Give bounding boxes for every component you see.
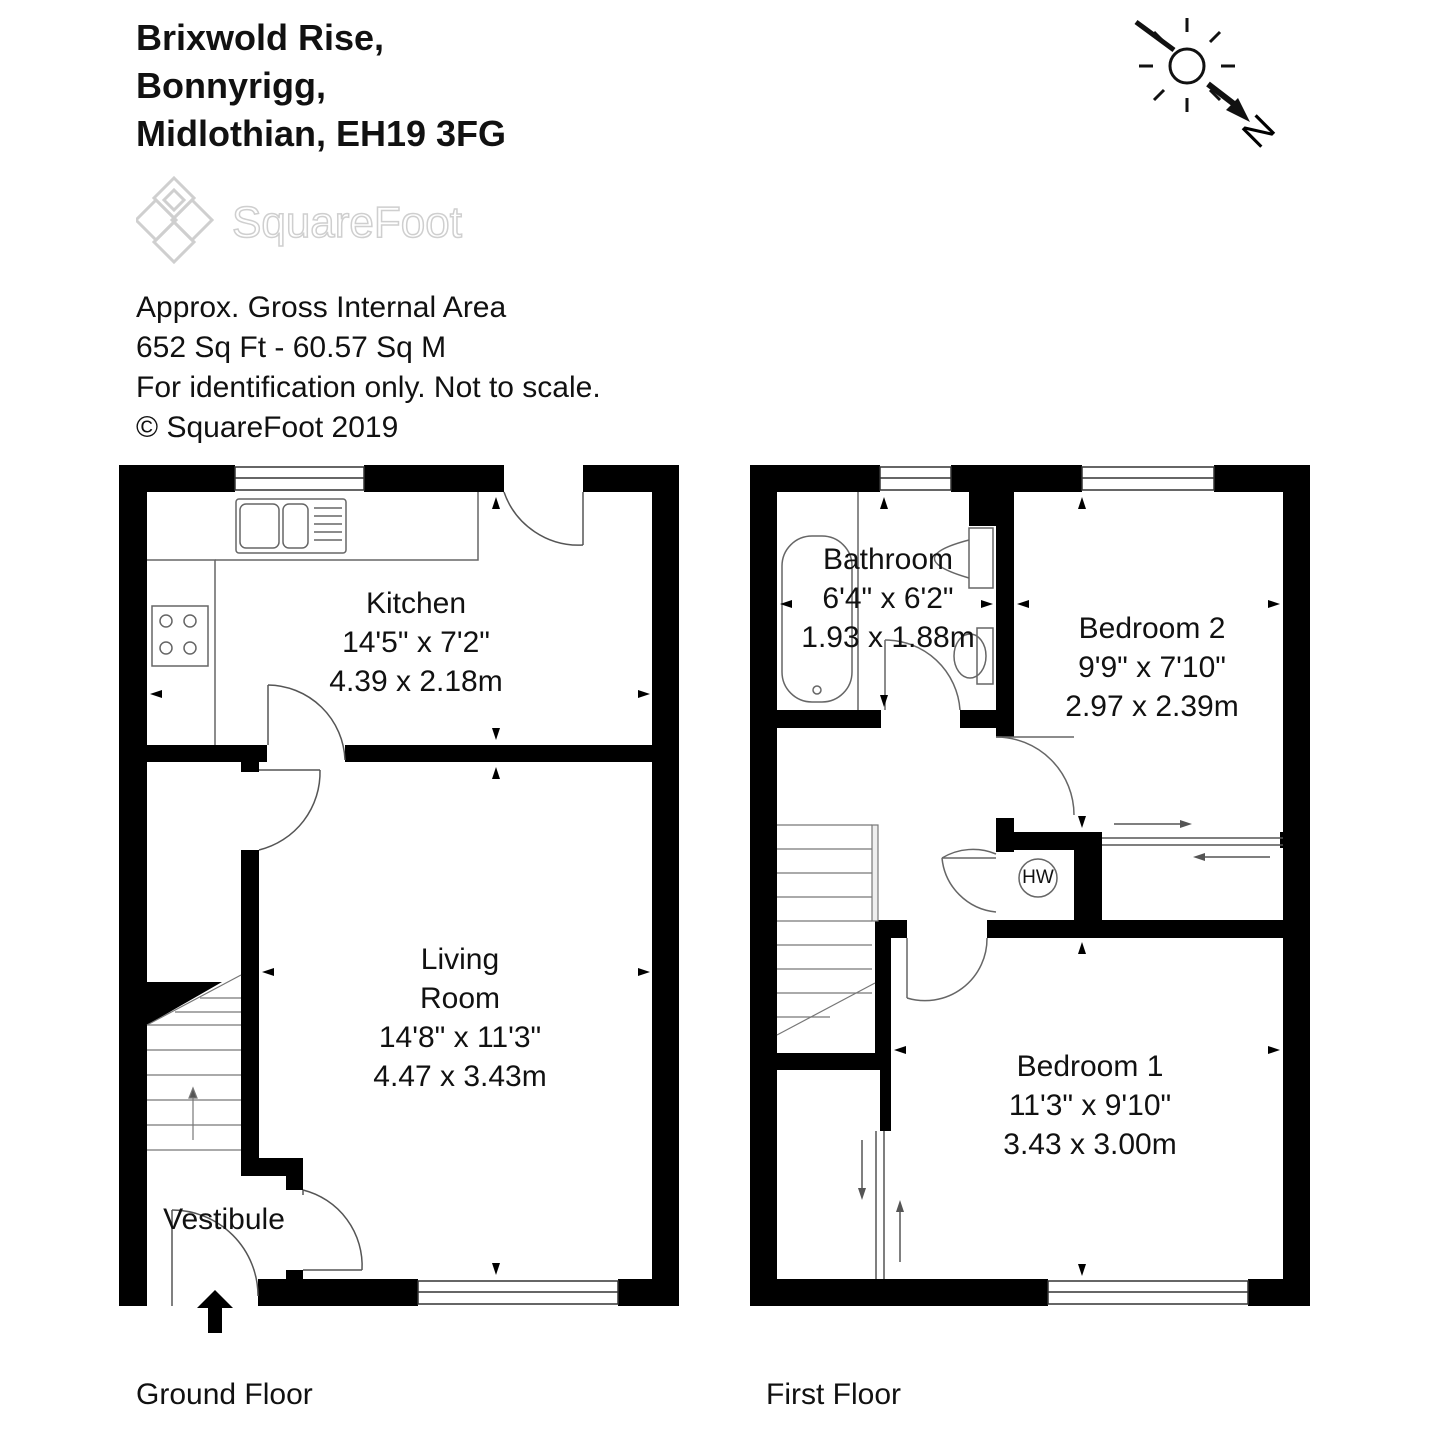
sink-icon	[235, 498, 347, 554]
address-line-1: Brixwold Rise,	[136, 17, 385, 58]
first-floor-plan	[750, 465, 1310, 1306]
area-value: 652 Sq Ft - 60.57 Sq M	[136, 331, 447, 364]
living-name-2: Room	[419, 982, 501, 1015]
wardrobe-arrows	[858, 820, 1205, 1212]
squarefoot-logo: SquareFoot	[133, 175, 496, 272]
ground-windows	[234, 466, 619, 1305]
entrance-arrow-icon	[197, 1290, 233, 1333]
first-stairs	[776, 824, 879, 1036]
hot-water-tank-icon	[1018, 858, 1058, 898]
ground-dimension-ticks	[150, 497, 650, 1275]
living-name-1: Living	[420, 943, 500, 976]
bedroom2-name: Bedroom 2	[1078, 612, 1226, 645]
living-imperial: 14'8" x 11'3"	[378, 1021, 542, 1054]
basin-unit-icon	[976, 627, 994, 685]
first-dimension-ticks	[780, 497, 1280, 1276]
wardrobe-doors	[861, 823, 1283, 1279]
kitchen-name: Kitchen	[365, 587, 467, 620]
first-floor-label: First Floor	[766, 1378, 901, 1411]
bathroom-name: Bathroom	[822, 543, 954, 576]
address-line-2: Bonnyrigg,	[136, 65, 326, 106]
sun-icon	[1134, 18, 1235, 112]
ground-floor-label: Ground Floor	[136, 1378, 313, 1411]
bathroom-fittings	[781, 492, 1075, 1002]
room-label-bedroom-2: Bedroom 2 9'9" x 7'10" 2.97 x 2.39m	[1065, 609, 1238, 726]
kitchen-imperial: 14'5" x 7'2"	[342, 626, 490, 659]
living-metric: 4.47 x 3.43m	[373, 1060, 547, 1093]
room-label-vestibule: Vestibule	[163, 1200, 285, 1239]
kitchen-metric: 4.39 x 2.18m	[329, 665, 503, 698]
address-line-3: Midlothian, EH19 3FG	[136, 113, 507, 154]
room-label-bedroom-1: Bedroom 1 11'3" x 9'10" 3.43 x 3.00m	[1003, 1047, 1176, 1164]
area-info: Approx. Gross Internal Area 652 Sq Ft - …	[136, 288, 601, 448]
copyright: © SquareFoot 2019	[136, 411, 399, 444]
bedroom2-metric: 2.97 x 2.39m	[1065, 690, 1239, 723]
bedroom1-metric: 3.43 x 3.00m	[1003, 1128, 1177, 1161]
ground-doors	[171, 491, 584, 1306]
bathroom-metric: 1.93 x 1.88m	[801, 621, 975, 654]
north-arrow-icon	[1206, 81, 1250, 122]
bathroom-imperial: 6'4" x 6'2"	[822, 582, 954, 615]
address-block: Brixwold Rise, Bonnyrigg, Midlothian, EH…	[136, 14, 506, 158]
bedroom1-name: Bedroom 1	[1016, 1050, 1164, 1083]
area-heading: Approx. Gross Internal Area	[136, 291, 507, 324]
logo-mark-icon	[133, 175, 215, 265]
ground-floor-walls	[119, 465, 679, 1306]
area-disclaimer: For identification only. Not to scale.	[136, 371, 601, 404]
hot-water-label: HW	[1022, 867, 1054, 888]
room-label-living-room: Living Room 14'8" x 11'3" 4.47 x 3.43m	[373, 940, 546, 1096]
bedroom2-imperial: 9'9" x 7'10"	[1078, 651, 1226, 684]
hob-icon	[151, 605, 209, 667]
ground-floor-plan	[119, 465, 679, 1333]
kitchen-fittings	[147, 492, 479, 745]
room-label-kitchen: Kitchen 14'5" x 7'2" 4.39 x 2.18m	[329, 584, 502, 701]
logo-text: SquareFoot	[231, 197, 462, 248]
first-floor-walls	[750, 465, 1310, 1306]
basin-icon	[953, 633, 987, 679]
bath-icon	[781, 535, 853, 703]
compass: N	[1134, 18, 1284, 156]
cistern-icon	[968, 527, 994, 589]
toilet-icon	[934, 539, 970, 579]
vestibule-name: Vestibule	[163, 1203, 285, 1236]
first-windows	[879, 466, 1249, 1305]
room-label-bathroom: Bathroom 6'4" x 6'2" 1.93 x 1.88m	[801, 540, 974, 657]
bedroom1-imperial: 11'3" x 9'10"	[1008, 1089, 1172, 1122]
ground-stairs	[146, 974, 242, 1151]
